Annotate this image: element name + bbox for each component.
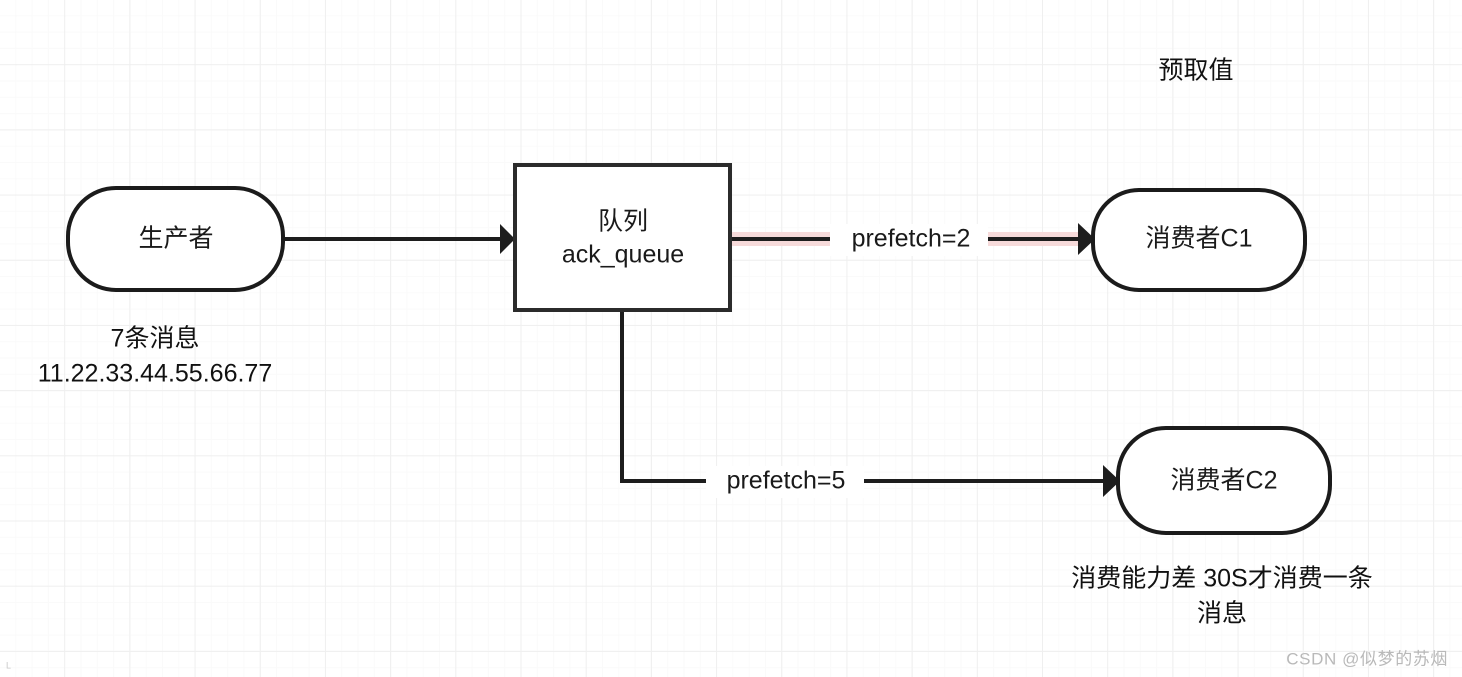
- corner-mark: L: [6, 660, 11, 670]
- node-producer-label: 生产者: [138, 225, 213, 253]
- edge-queue-to-consumer1-arrowhead: [1078, 223, 1095, 255]
- edge-queue-to-consumer2[interactable]: prefetch=5: [620, 312, 1120, 498]
- edge-producer-to-queue[interactable]: [285, 224, 515, 254]
- node-consumer1[interactable]: 消费者C1: [1091, 188, 1307, 292]
- node-queue[interactable]: 队列 ack_queue: [513, 163, 732, 312]
- node-producer[interactable]: 生产者: [66, 186, 285, 292]
- annotation-producer-note: 7条消息 11.22.33.44.55.66.77: [38, 325, 272, 388]
- edge-queue-to-consumer2-line: [620, 312, 1103, 483]
- annotation-prefetch-heading: 预取值: [1158, 57, 1233, 85]
- node-queue-label-line1: 队列: [598, 208, 648, 236]
- node-consumer2-shape: [1116, 426, 1332, 535]
- annotation-consumer2-note: 消费能力差 30S才消费一条 消息: [1071, 565, 1372, 628]
- annotation-consumer2-note-line2: 消息: [1197, 600, 1247, 628]
- edge-queue-to-consumer1-label-bg: [830, 224, 988, 256]
- edge-producer-to-queue-arrowhead: [500, 224, 515, 254]
- node-consumer1-label: 消费者C1: [1146, 225, 1253, 253]
- node-queue-label-line2: ack_queue: [562, 241, 684, 269]
- node-consumer2[interactable]: 消费者C2: [1116, 426, 1332, 535]
- edge-label-prefetch-5: prefetch=5: [727, 467, 846, 495]
- annotation-consumer2-note-line1: 消费能力差 30S才消费一条: [1071, 565, 1372, 593]
- annotation-producer-note-line2: 11.22.33.44.55.66.77: [38, 360, 272, 388]
- node-consumer1-shape: [1091, 188, 1307, 292]
- csdn-watermark: CSDN @似梦的苏烟: [1286, 649, 1448, 668]
- edge-queue-to-consumer2-label-bg: [706, 466, 864, 498]
- edge-queue-to-consumer2-arrowhead: [1103, 465, 1120, 497]
- node-consumer2-label: 消费者C2: [1171, 467, 1278, 495]
- edge-label-prefetch-2: prefetch=2: [852, 225, 971, 253]
- node-queue-shape: [513, 163, 732, 312]
- edge-queue-to-consumer1[interactable]: prefetch=2: [732, 223, 1095, 256]
- annotation-producer-note-line1: 7条消息: [111, 325, 200, 353]
- node-producer-shape: [66, 186, 285, 292]
